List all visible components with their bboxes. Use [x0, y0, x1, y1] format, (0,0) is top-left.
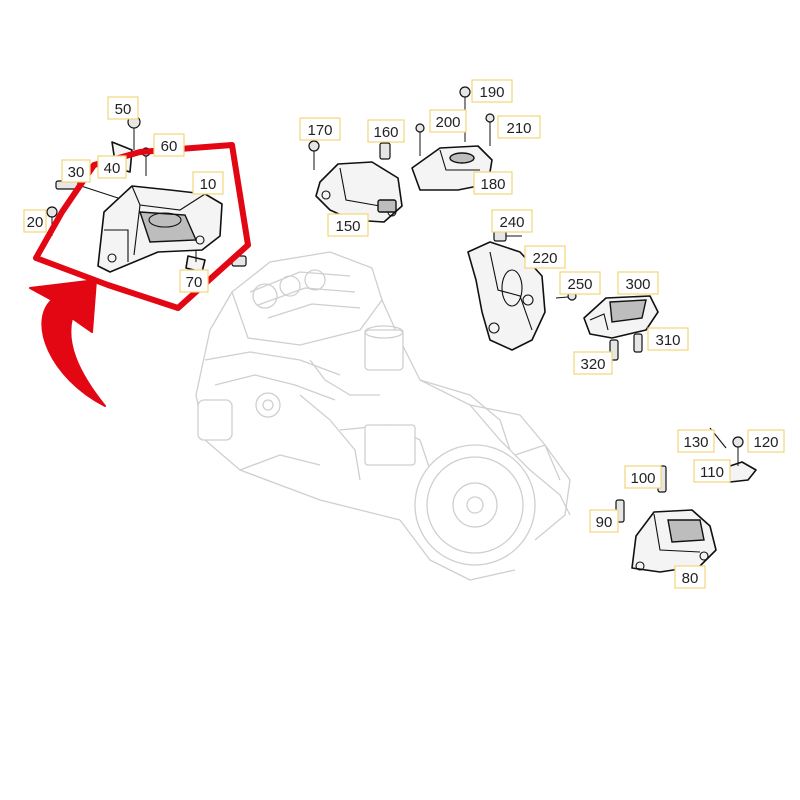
callout-100: 100 — [624, 465, 662, 489]
callout-80: 80 — [674, 565, 706, 589]
callout-70: 70 — [179, 269, 209, 293]
callout-130: 130 — [677, 429, 715, 453]
callout-label: 160 — [373, 124, 398, 141]
callout-label: 200 — [435, 114, 460, 131]
transmission-mount-upper — [308, 86, 495, 223]
callout-120: 120 — [747, 429, 785, 453]
callout-40: 40 — [97, 155, 127, 179]
callout-label: 220 — [532, 250, 557, 267]
callout-200: 200 — [429, 109, 467, 133]
callout-label: 40 — [104, 160, 121, 177]
callout-label: 170 — [307, 122, 332, 139]
callout-label: 30 — [68, 164, 85, 181]
callout-150: 150 — [327, 213, 369, 237]
engine-mount-assembly — [46, 115, 247, 273]
callout-label: 100 — [630, 470, 655, 487]
callout-190: 190 — [471, 79, 513, 103]
callout-60: 60 — [153, 133, 185, 157]
callout-180: 180 — [473, 171, 513, 195]
callout-label: 10 — [200, 176, 217, 193]
rear-mount-small — [583, 295, 659, 361]
callout-label: 70 — [186, 274, 203, 291]
callout-110: 110 — [693, 459, 731, 483]
callout-10: 10 — [192, 171, 224, 195]
red-arrow-icon — [29, 279, 106, 407]
callout-label: 50 — [115, 101, 132, 118]
callout-label: 20 — [27, 214, 44, 231]
callout-label: 60 — [161, 138, 178, 155]
callout-90: 90 — [589, 509, 619, 533]
engine-assembly — [195, 251, 571, 581]
callout-320: 320 — [573, 351, 613, 375]
callout-label: 310 — [655, 332, 680, 349]
callout-label: 300 — [625, 276, 650, 293]
callout-label: 250 — [567, 276, 592, 293]
callout-label: 90 — [596, 514, 613, 531]
callout-210: 210 — [497, 115, 541, 139]
callout-310: 310 — [647, 327, 689, 351]
callout-label: 180 — [480, 176, 505, 193]
callout-240: 240 — [491, 209, 533, 233]
callout-label: 240 — [499, 214, 524, 231]
callout-30: 30 — [61, 159, 91, 183]
callout-20: 20 — [23, 209, 47, 233]
callout-160: 160 — [367, 119, 405, 143]
callout-50: 50 — [107, 96, 139, 120]
callout-labels: 10 20 30 40 50 60 70 80 — [23, 79, 785, 589]
callout-300: 300 — [617, 271, 659, 295]
callout-label: 120 — [753, 434, 778, 451]
callout-label: 110 — [700, 464, 724, 481]
callout-label: 80 — [682, 570, 699, 587]
callout-220: 220 — [524, 245, 566, 269]
callout-label: 210 — [506, 120, 531, 137]
callout-170: 170 — [299, 117, 341, 141]
callout-label: 320 — [580, 356, 605, 373]
callout-label: 150 — [335, 218, 360, 235]
lower-right-mount — [615, 427, 757, 573]
callout-250: 250 — [559, 271, 601, 295]
callout-label: 130 — [683, 434, 708, 451]
callout-label: 190 — [479, 84, 504, 101]
